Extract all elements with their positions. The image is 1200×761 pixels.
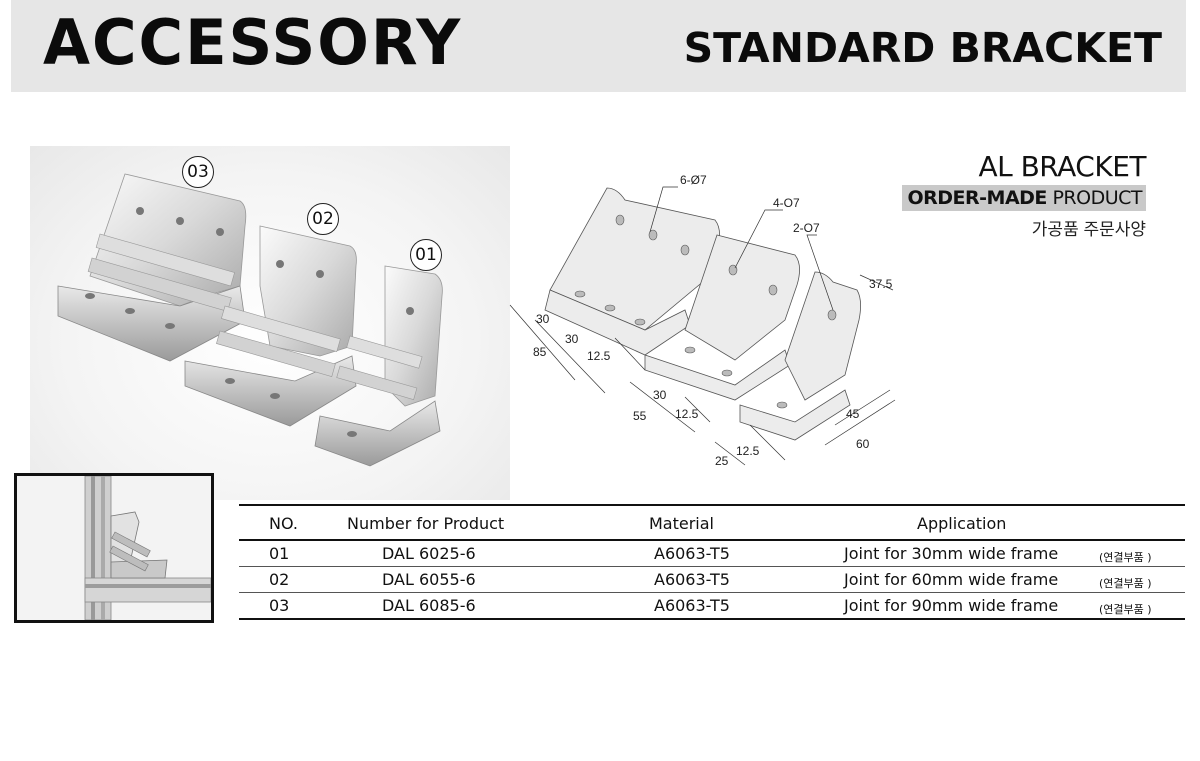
bracket-02 [184,225,357,427]
dim-30-c: 30 [653,388,667,402]
callout-6-holes: 6-Ø7 [680,173,707,187]
row-material: A6063-T5 [654,570,730,589]
installation-photo [14,473,214,623]
row-no: 03 [269,596,290,615]
dim-37-5: 37.5 [869,277,893,291]
al-bracket-block: AL BRACKET ORDER-MADE PRODUCT 가공품 주문사양 [901,150,1146,240]
order-made-text: ORDER-MADE [907,187,1048,209]
table-row: 02 DAL 6055-6 A6063-T5 Joint for 60mm wi… [239,567,1185,593]
header-no: NO. [269,514,298,533]
row-application: Joint for 60mm wide frame [844,570,1059,589]
row-number: DAL 6085-6 [382,596,476,615]
row-no: 02 [269,570,290,589]
dim-60: 60 [856,437,870,451]
row-number: DAL 6055-6 [382,570,476,589]
table-row: 01 DAL 6025-6 A6063-T5 Joint for 30mm wi… [239,541,1185,567]
callout-4-holes: 4-O7 [773,196,800,210]
row-number: DAL 6025-6 [382,544,476,563]
callout-2-holes: 2-O7 [793,221,820,235]
table-header-row: NO. Number for Product Material Applicat… [239,506,1185,541]
dim-12-5-b: 12.5 [675,407,699,421]
dim-12-5-a: 12.5 [587,349,611,363]
al-bracket-title: AL BRACKET [978,150,1146,183]
bracket-03 [57,173,247,362]
row-material: A6063-T5 [654,544,730,563]
label-03: 03 [182,156,214,188]
label-02: 02 [307,203,339,235]
korean-order-note: 가공품 주문사양 [1031,220,1146,239]
dim-25: 25 [715,454,729,468]
header-number: Number for Product [347,514,505,533]
header-material: Material [649,514,714,533]
row-material: A6063-T5 [654,596,730,615]
dim-45: 45 [846,407,860,421]
dim-85: 85 [533,345,547,359]
row-no: 01 [269,544,290,563]
technical-drawing: 6-Ø7 4-O7 2-O7 37.5 30 30 85 12.5 30 55 … [495,160,915,480]
page-subtitle: STANDARD BRACKET [683,24,1162,72]
dim-12-5-c: 12.5 [736,444,760,458]
row-note: (연결부품 ) [1099,577,1152,590]
header-application: Application [917,514,1007,533]
spec-table: NO. Number for Product Material Applicat… [239,504,1185,620]
header-band: ACCESSORY STANDARD BRACKET [11,0,1186,92]
label-01: 01 [410,239,442,271]
row-note: (연결부품 ) [1099,603,1152,616]
order-made-badge: ORDER-MADE PRODUCT [901,185,1146,211]
dim-30-a: 30 [536,312,550,326]
installation-illustration [17,476,211,620]
brackets-illustration [57,173,443,467]
dimension-drawing: 6-Ø7 4-O7 2-O7 37.5 30 30 85 12.5 30 55 … [509,173,896,468]
product-photo: 03 02 01 [30,146,510,500]
page-title: ACCESSORY [43,6,463,79]
bracket-01 [314,265,443,467]
product-text: PRODUCT [1046,187,1142,209]
dim-55: 55 [633,409,647,423]
row-application: Joint for 90mm wide frame [844,596,1059,615]
table-row: 03 DAL 6085-6 A6063-T5 Joint for 90mm wi… [239,593,1185,618]
row-note: (연결부품 ) [1099,551,1152,564]
row-application: Joint for 30mm wide frame [844,544,1059,563]
dim-30-b: 30 [565,332,579,346]
